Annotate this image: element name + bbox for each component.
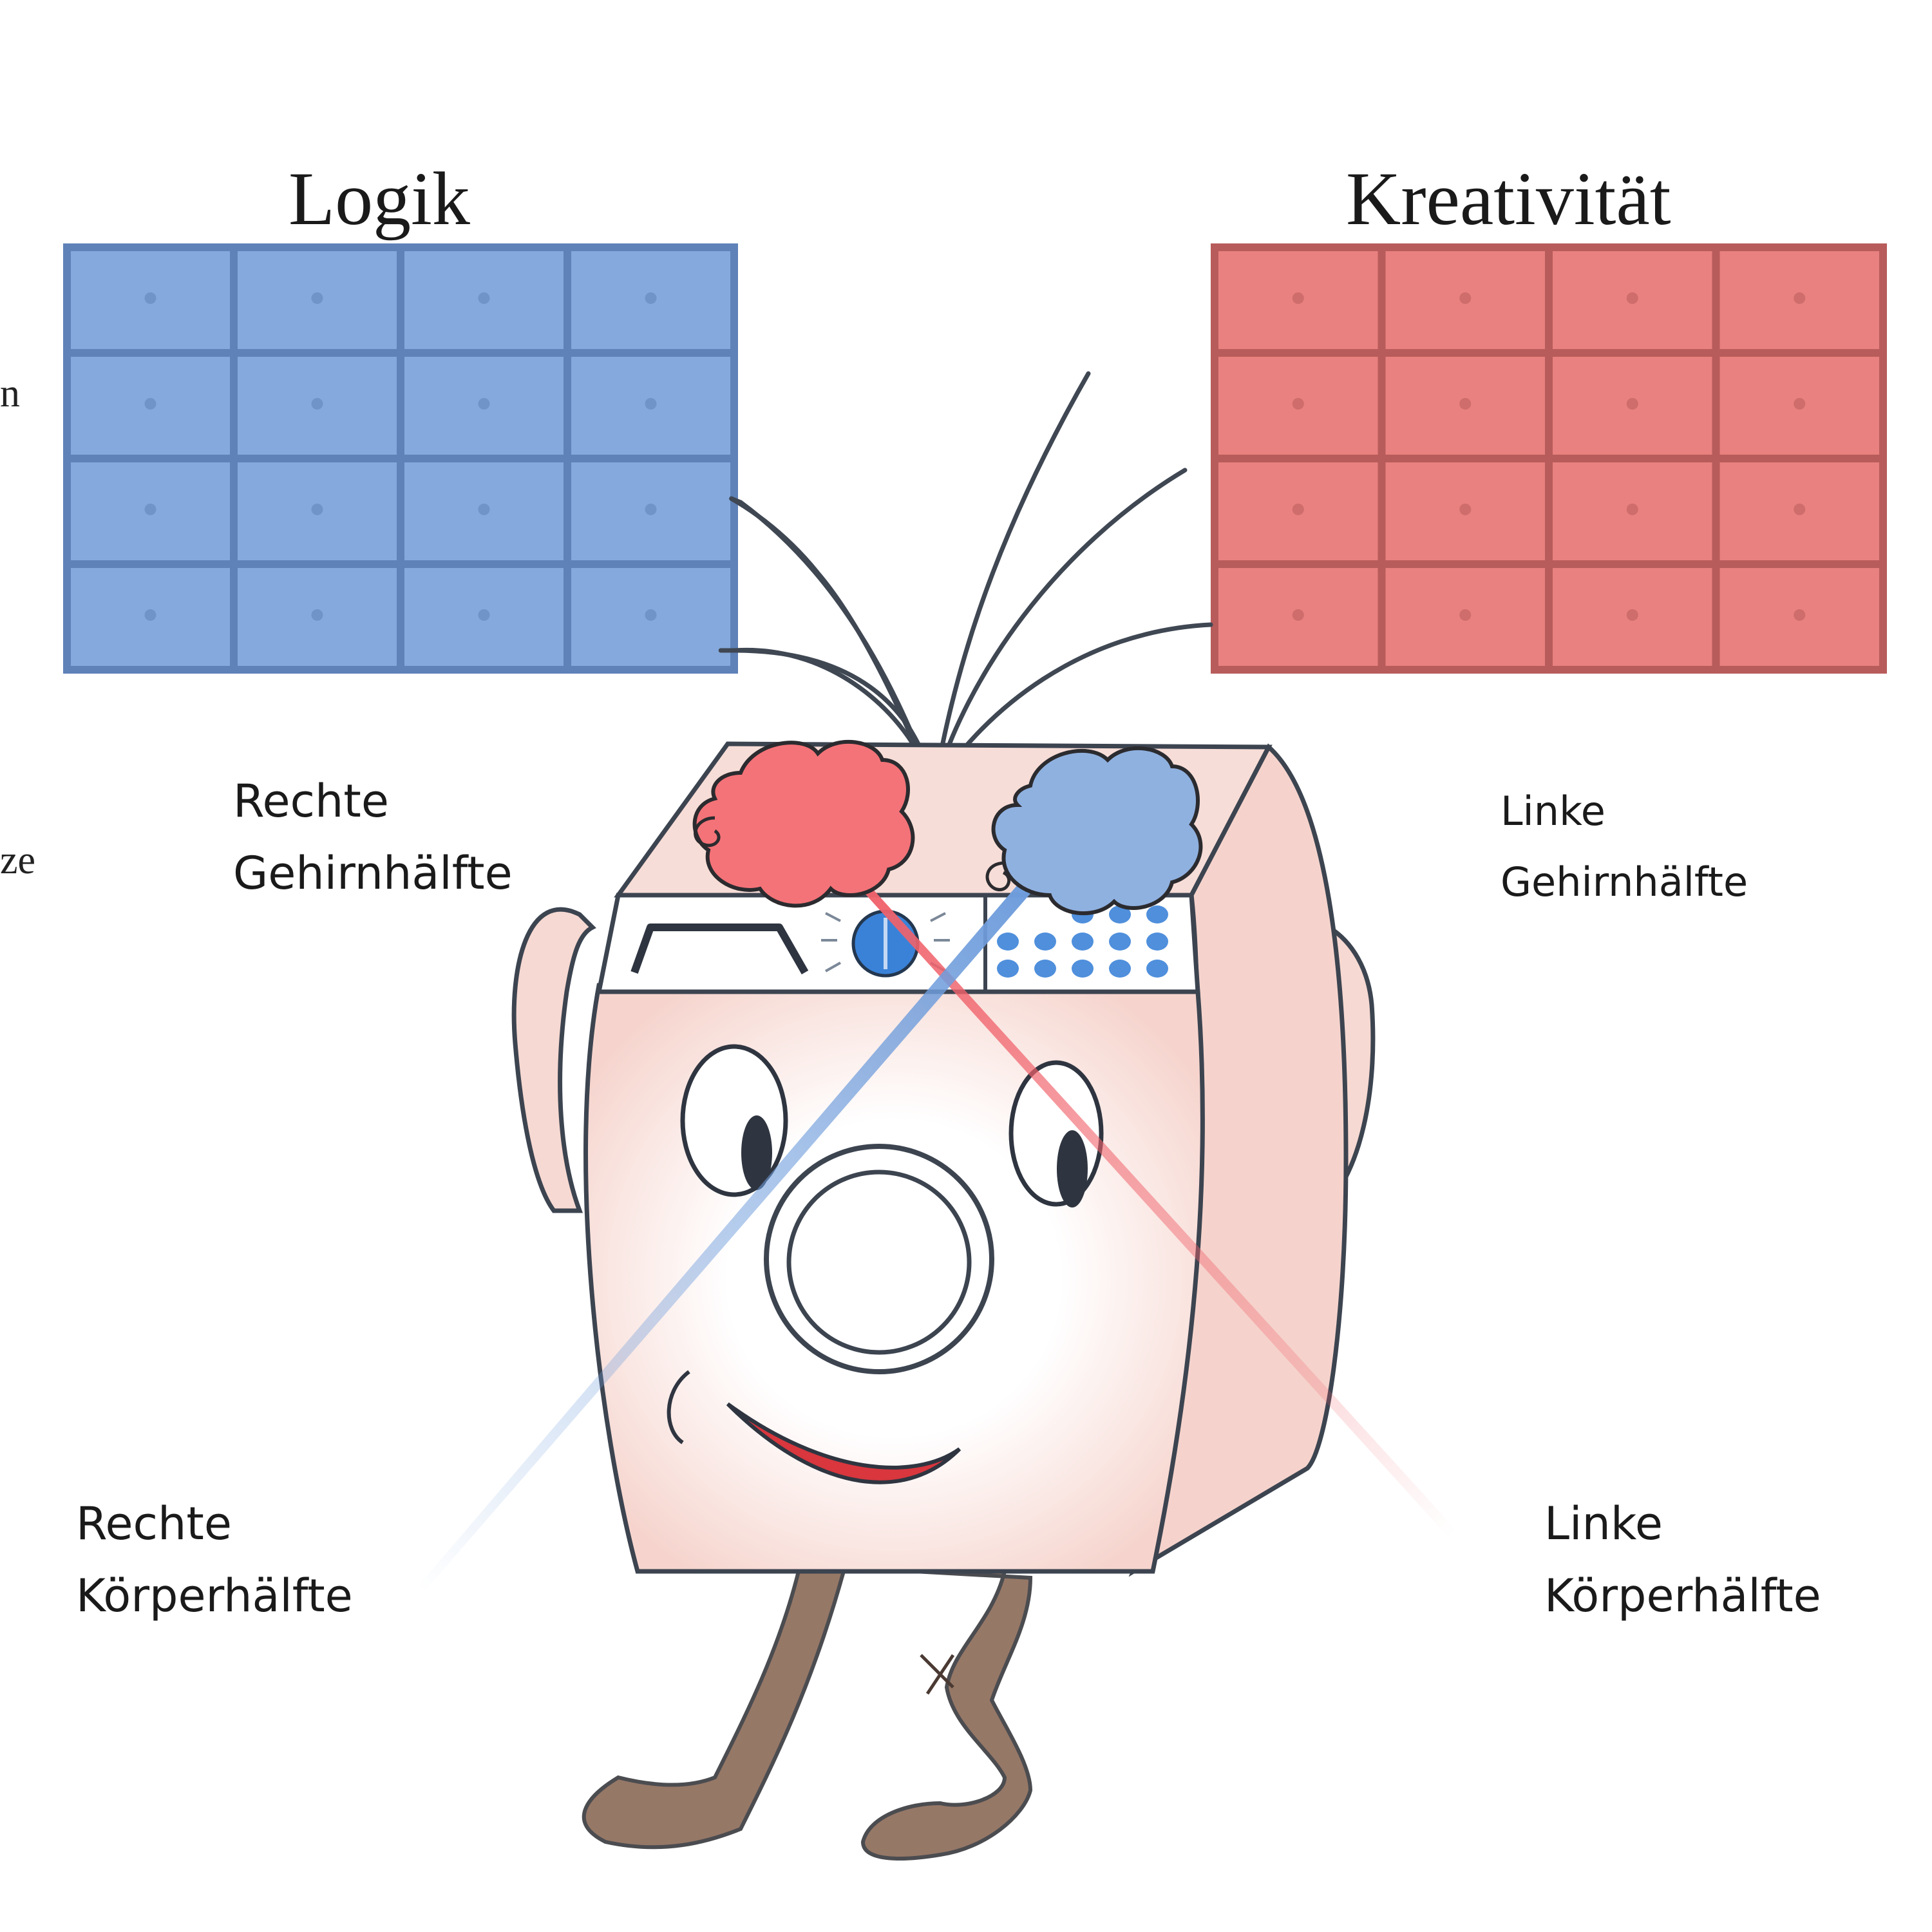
legs <box>582 1557 1033 1861</box>
control-button-dot <box>1072 960 1094 978</box>
drawer-knob <box>1626 292 1638 304</box>
drawer-knob <box>645 292 657 304</box>
drawer-knob <box>1292 503 1304 515</box>
drawer-knob <box>1794 397 1806 410</box>
right-brain-to-left-body-beam <box>849 876 1459 1538</box>
right-ear <box>511 907 596 1213</box>
right-brain-stem-curl <box>694 816 721 848</box>
control-button-dot <box>1146 960 1168 978</box>
drawer-knob <box>1459 609 1472 621</box>
cut-off-text-fragment: ze <box>0 838 36 882</box>
drawer-knob <box>478 292 490 304</box>
smile <box>726 1402 961 1484</box>
creativity-drawer-cabinet <box>1211 243 1887 674</box>
drawer-knob <box>478 503 490 515</box>
drawer-knob <box>144 292 156 304</box>
drawer-knob <box>1292 292 1304 304</box>
drawer-knob <box>645 397 657 410</box>
control-buttons <box>997 905 1168 978</box>
left-brain-half-label: Linke Gehirnhälfte <box>1501 788 1748 905</box>
control-button-dot <box>997 960 1019 978</box>
control-button-dot <box>997 933 1019 951</box>
left-body-half-label: Linke Körperhälfte <box>1544 1497 1821 1622</box>
drawer-knob <box>311 292 323 304</box>
right-body-half-label: Rechte Körperhälfte <box>76 1497 353 1622</box>
left-leg <box>860 1569 1033 1861</box>
drawer-knob <box>1626 397 1638 410</box>
drawer-knob <box>311 503 323 515</box>
hair-strands <box>718 371 1213 791</box>
left-brain-half <box>991 746 1203 916</box>
drawer-knob <box>311 609 323 621</box>
drawer-knob <box>478 609 490 621</box>
cut-off-text-fragment: n <box>0 372 20 415</box>
drawer-knob <box>1459 292 1472 304</box>
drawer-knob <box>144 609 156 621</box>
drawer-knob <box>1292 397 1304 410</box>
drawer-knob <box>1794 292 1806 304</box>
drawer-knob <box>144 397 156 410</box>
control-button-dot <box>1146 905 1168 923</box>
drawer-knob <box>144 503 156 515</box>
left-brain-stem-curl <box>985 861 1011 891</box>
creativity-heading: Kreativität <box>1346 156 1671 241</box>
right-leg <box>582 1557 846 1850</box>
right-brain-half-label: Rechte Gehirnhälfte <box>233 775 513 900</box>
control-button-dot <box>1034 960 1056 978</box>
drawer-knob <box>1459 397 1472 410</box>
control-button-dot <box>1034 933 1056 951</box>
logic-heading: Logik <box>289 156 470 241</box>
drawer-knob <box>1459 503 1472 515</box>
knee-mark <box>920 1654 955 1695</box>
porthole-inner-ring <box>786 1170 972 1355</box>
right-pupil <box>741 1115 772 1190</box>
control-button-dot <box>1109 905 1131 923</box>
control-button-dot <box>1109 960 1131 978</box>
control-button-dot <box>1109 933 1131 951</box>
drawer-knob <box>1626 609 1638 621</box>
left-pupil <box>1057 1130 1088 1208</box>
logic-drawer-cabinet <box>63 243 738 674</box>
smile-cheek-line <box>667 1370 690 1444</box>
box-head <box>583 741 1349 1577</box>
control-button-dot <box>1146 933 1168 951</box>
drawer-knob <box>645 609 657 621</box>
drawer-knob <box>1794 503 1806 515</box>
drawer-knob <box>1794 609 1806 621</box>
control-button-dot <box>1072 933 1094 951</box>
drawer-knob <box>311 397 323 410</box>
detergent-drawer-handle <box>630 923 809 974</box>
drawer-knob <box>1626 503 1638 515</box>
right-eye <box>680 1044 788 1197</box>
drawer-knob <box>1292 609 1304 621</box>
drawer-knob <box>645 503 657 515</box>
left-brain-to-right-body-beam <box>419 876 1037 1591</box>
drawer-knob <box>478 397 490 410</box>
